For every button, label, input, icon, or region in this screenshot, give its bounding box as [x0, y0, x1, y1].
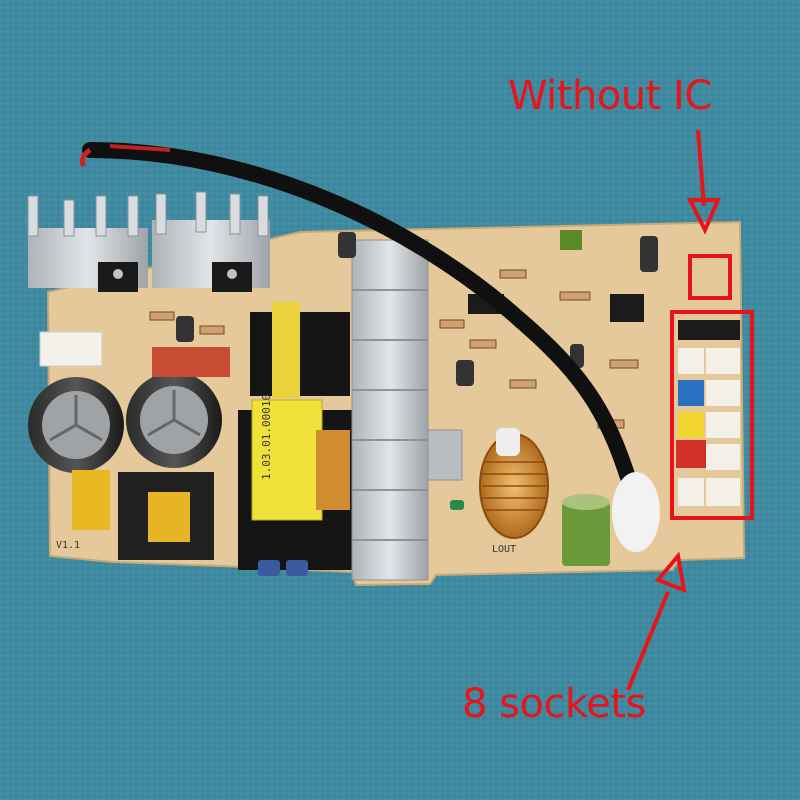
x-capacitor — [152, 347, 230, 377]
transformer-label-text: 1.03.01.00010 — [260, 394, 273, 480]
annotation-without-ic: Without IC — [508, 73, 712, 119]
ic-position-box — [688, 254, 732, 300]
arrow-top — [686, 129, 722, 235]
aux-transformer — [118, 472, 214, 560]
y-capacitor — [72, 470, 110, 530]
toroid-coil — [479, 428, 549, 539]
cable-sleeve — [612, 472, 660, 552]
black-cable — [82, 142, 640, 498]
red-wire — [79, 147, 92, 168]
arrow-bottom — [626, 551, 687, 691]
board-version-text: V1.1 — [56, 540, 80, 551]
center-heatsink — [351, 239, 463, 581]
small-components — [149, 230, 658, 576]
main-capacitors — [28, 372, 222, 473]
socket-block — [670, 310, 754, 520]
coil-label-text: LOUT — [492, 544, 516, 555]
top-transformer — [250, 302, 350, 398]
input-connector — [39, 331, 103, 367]
annotation-sockets: 8 sockets — [462, 681, 646, 727]
main-transformer — [238, 399, 358, 570]
output-capacitor — [562, 494, 610, 566]
left-heatsinks — [27, 191, 270, 292]
